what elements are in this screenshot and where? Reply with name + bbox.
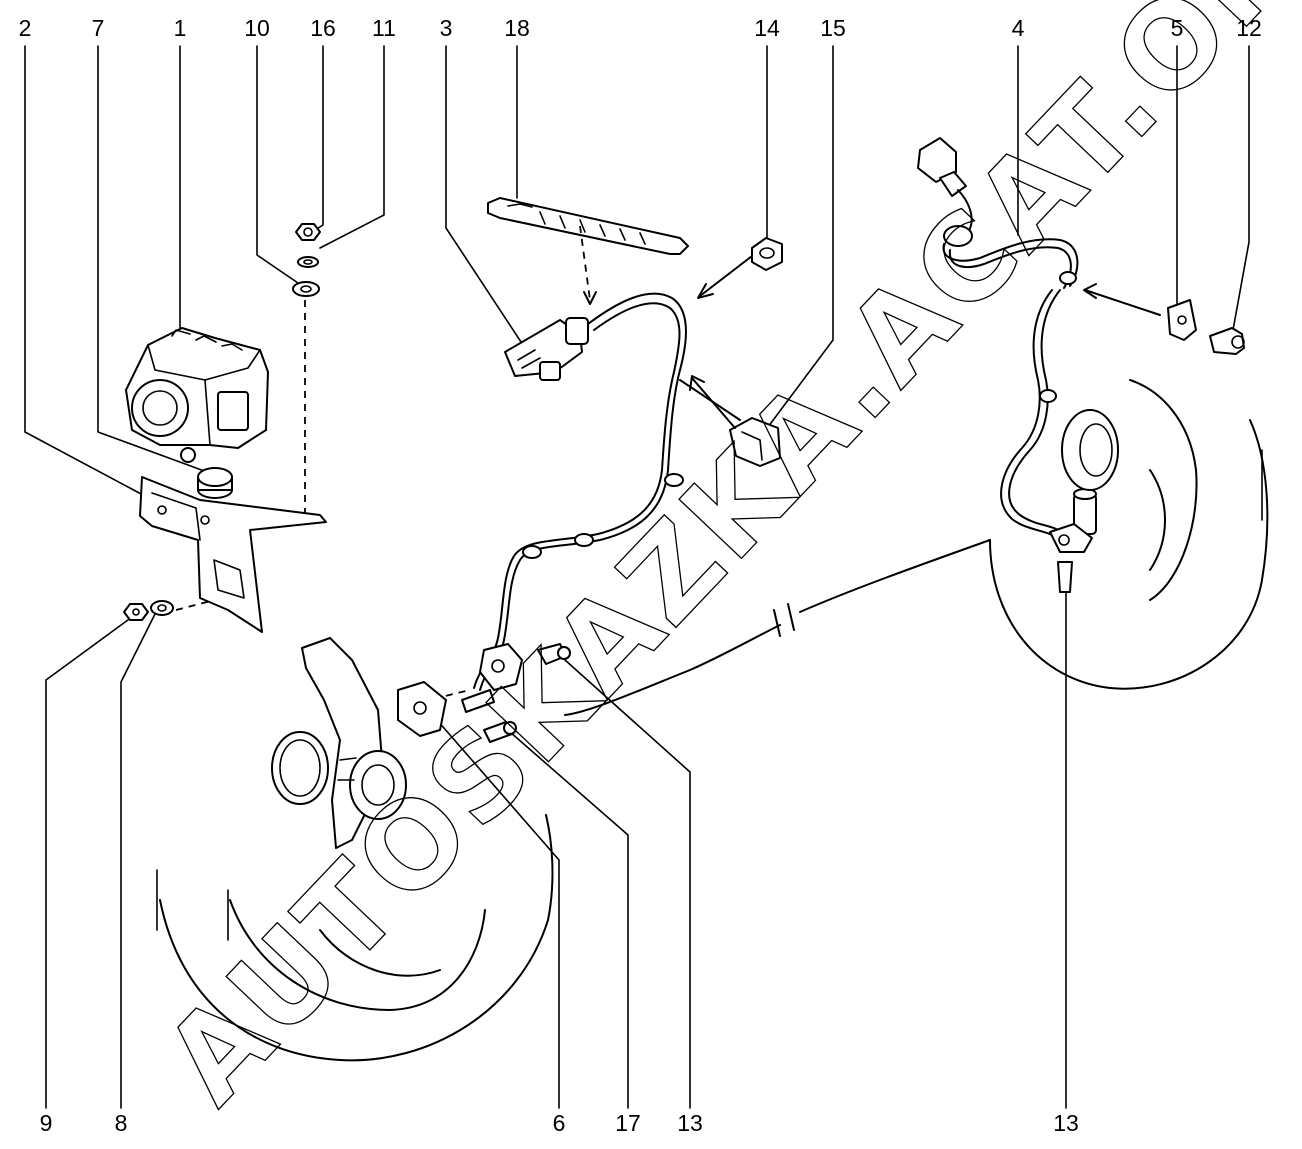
callout-2: 2 <box>19 15 32 41</box>
callout-13-right: 13 <box>1053 1110 1079 1136</box>
rear-speed-sensor <box>1049 488 1097 593</box>
front-connector <box>504 317 589 381</box>
callout-18: 18 <box>504 15 530 41</box>
mounting-bracket <box>139 476 327 633</box>
callout-9: 9 <box>40 1110 53 1136</box>
callout-1: 1 <box>174 15 187 41</box>
callout-11: 11 <box>372 15 396 41</box>
front-rear-link-line <box>564 539 991 716</box>
callout-16: 16 <box>310 15 336 41</box>
abs-hydraulic-unit <box>125 327 269 463</box>
front-wiring-harness <box>473 292 741 691</box>
callout-14: 14 <box>754 15 780 41</box>
bracket-nut-washer <box>123 600 174 621</box>
rear-tire-outline <box>989 379 1269 690</box>
abs-tone-ring <box>271 731 329 805</box>
grommet <box>197 467 233 499</box>
rear-sensor-cable <box>917 137 1079 537</box>
callout-8: 8 <box>115 1110 128 1136</box>
rear-cable-clip <box>1083 283 1245 355</box>
callout-17: 17 <box>615 1110 641 1136</box>
rear-tone-wheel <box>1061 409 1119 491</box>
callout-3: 3 <box>440 15 453 41</box>
callout-13-left: 13 <box>677 1110 703 1136</box>
cable-tie <box>487 197 689 305</box>
front-wheel-speed-sensor <box>461 643 571 713</box>
harness-clip-14 <box>697 237 783 299</box>
sensor-bracket-plate <box>397 681 517 743</box>
leader-lines <box>24 45 1250 1109</box>
callout-5: 5 <box>1171 15 1184 41</box>
callout-4: 4 <box>1012 15 1025 41</box>
callout-7: 7 <box>92 15 105 41</box>
callout-10: 10 <box>244 15 270 41</box>
front-tire-outline <box>156 814 554 1062</box>
callout-6: 6 <box>553 1110 566 1136</box>
nut-washer-stack <box>292 223 321 297</box>
callout-15: 15 <box>820 15 846 41</box>
harness-clip-15 <box>689 375 781 467</box>
steering-knuckle <box>301 637 407 849</box>
watermark: AUTOSKAZKA.ACAT.ONLINE <box>138 0 1302 1129</box>
callout-12: 12 <box>1236 15 1262 41</box>
